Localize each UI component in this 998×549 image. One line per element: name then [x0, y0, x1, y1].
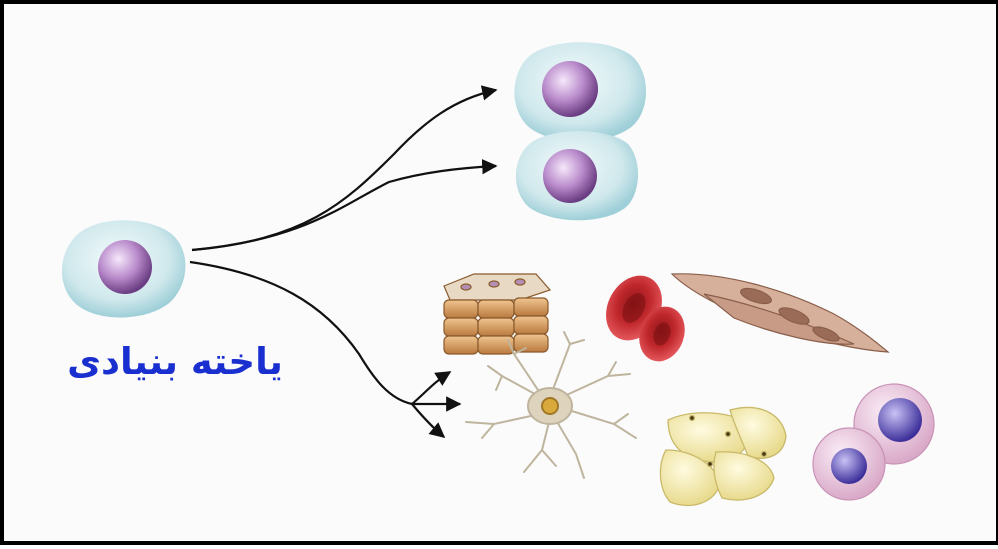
stem-cell-diagram: [4, 4, 998, 549]
epithelial-cells: [444, 274, 550, 354]
red-blood-cells: [595, 266, 692, 368]
arrow-to-epithelium: [412, 372, 450, 404]
arrow-to-second-cell: [192, 166, 496, 250]
daughter-cell-1: [514, 42, 646, 141]
fat-cells: [660, 408, 786, 506]
white-blood-cells: [813, 384, 934, 500]
arrow-to-lower: [412, 404, 444, 437]
smooth-muscle-cells: [672, 274, 888, 352]
arrows: [190, 90, 496, 437]
stem-cell: [62, 220, 185, 317]
daughter-cell-2: [516, 131, 638, 220]
stem-cell-label: یاخته بنیادی: [30, 340, 320, 383]
